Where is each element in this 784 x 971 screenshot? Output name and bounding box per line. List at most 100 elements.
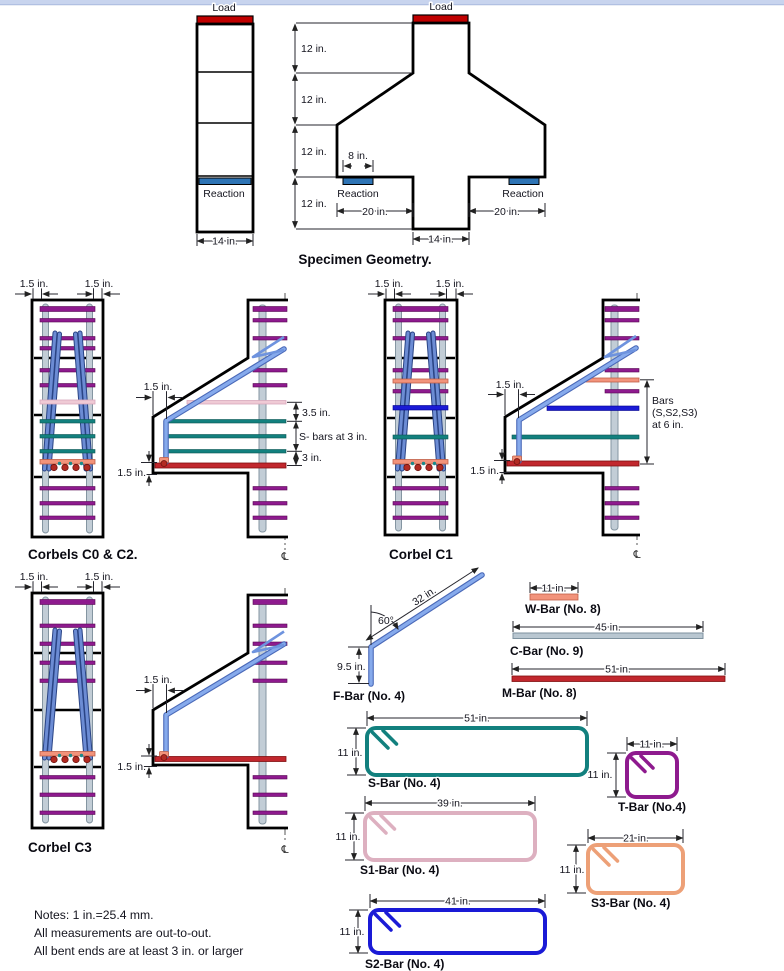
bar-spacing-dimension: Bars (S,S2,S3) at 6 in. <box>640 379 699 465</box>
reaction-plate-right <box>508 177 540 185</box>
tie-bars <box>604 306 640 520</box>
dim-20in-left: 20 in. <box>362 206 388 218</box>
ledge-dimensions: 20 in. 20 in. <box>336 203 546 220</box>
c0c2-side-view: 1.5 in. 1.5 in. 3.5 in. S- bars at 3 in. <box>116 293 369 563</box>
note-line-1: Notes: 1 in.=25.4 mm. <box>34 908 154 922</box>
m-bar-detail: 51 in. M-Bar (No. 8) <box>501 662 726 701</box>
s-bar-side <box>167 434 287 439</box>
corbel-c3: 1.5 in. 1.5 in. <box>15 570 289 856</box>
centerline-symbol: ℄ <box>632 549 640 561</box>
tip-cover-dimension: 1.5 in. <box>488 378 535 418</box>
dim-51in: 51 in. <box>464 713 490 725</box>
s-bar-side <box>167 419 287 424</box>
f-bar-label: F-Bar (No. 4) <box>333 689 405 703</box>
load-label: Load <box>429 1 453 13</box>
c-bar-detail: 45 in. C-Bar (No. 9) <box>509 620 704 659</box>
s3-bar-side <box>585 377 640 383</box>
dim-11in: 11 in. <box>560 864 585 876</box>
s2-bar-label: S2-Bar (No. 4) <box>365 957 444 971</box>
w-bar-front <box>39 751 96 757</box>
bar-details: 60° 32 in. 9.5 in. F-Bar (No. 4) 11 in. … <box>332 567 726 971</box>
dim-11in: 11 in. <box>340 926 365 938</box>
corbel-c0c2: 1.5 in. 1.5 in. <box>15 277 369 563</box>
w-bar-front <box>392 459 449 465</box>
f-bar-bent <box>516 334 639 464</box>
tip-cover-dim: 1.5 in. <box>496 379 525 391</box>
m-bar-side <box>154 756 287 762</box>
dim-45in: 45 in. <box>595 622 621 634</box>
column-outline <box>195 22 255 234</box>
t-bar-detail: 11 in. 11 in. T-Bar (No.4) <box>586 737 687 815</box>
s-bar-side <box>167 449 287 454</box>
centerline-symbol: ℄ <box>280 844 288 856</box>
dim-51in: 51 in. <box>605 664 631 676</box>
specimen-geometry-caption: Specimen Geometry. <box>298 252 431 267</box>
m-bar-label: M-Bar (No. 8) <box>502 686 577 700</box>
w-bar-detail: 11 in. W-Bar (No. 8) <box>524 581 602 617</box>
tie-bars <box>252 599 288 815</box>
m-bar-sections <box>403 461 444 472</box>
bars-label-2: (S,S2,S3) <box>652 407 698 419</box>
m-bar-sections <box>50 753 91 764</box>
tip-cover-dimension: 1.5 in. <box>136 673 183 713</box>
dim-3-5in: 3.5 in. <box>302 407 331 419</box>
dim-14in: 14 in. <box>428 234 454 246</box>
dim-3in: 3 in. <box>302 452 322 464</box>
dim-14in: 14 in. <box>212 236 238 248</box>
m-bar-sections <box>50 461 91 472</box>
reaction-label-left: Reaction <box>337 188 379 200</box>
s-bar-front <box>39 419 96 424</box>
dim-11in-left: 11 in. <box>588 769 613 781</box>
spacing-dimensions: 3.5 in. S- bars at 3 in. 3 in. <box>287 401 369 466</box>
w-bar-label: W-Bar (No. 8) <box>525 602 601 616</box>
height-dimension-chain: 12 in. 12 in. 12 in. 12 in. <box>292 22 412 230</box>
dim-11in-top: 11 in. <box>640 739 665 751</box>
cover-dimensions: 1.5 in. 1.5 in. <box>15 570 120 592</box>
c-bar-label: C-Bar (No. 9) <box>510 644 583 658</box>
dim-11in: 11 in. <box>542 583 567 595</box>
dim-11in: 11 in. <box>336 831 361 843</box>
s-bar-front <box>39 434 96 439</box>
tip-cover-dim: 1.5 in. <box>144 674 173 686</box>
width-dimension: 14 in. <box>196 234 254 249</box>
s1-bar-side <box>186 400 287 405</box>
cover-dimensions: 1.5 in. 1.5 in. <box>368 277 473 299</box>
note-line-3: All bent ends are at least 3 in. or larg… <box>34 944 243 958</box>
dim-39in: 39 in. <box>437 798 463 810</box>
s2-bar-front <box>392 405 449 411</box>
dim-9-5in: 9.5 in. <box>337 661 366 673</box>
s1-bar-front <box>39 399 96 405</box>
w-bar-front <box>39 459 96 465</box>
c3-caption: Corbel C3 <box>28 840 92 855</box>
reaction-plate <box>198 177 252 185</box>
tip-cover-dimension: 1.5 in. <box>136 380 183 419</box>
dim-41in: 41 in. <box>445 896 471 908</box>
reaction-label: Reaction <box>203 188 245 200</box>
bottom-width-dimension: 14 in. <box>412 232 470 247</box>
bottom-cover-dimension: 1.5 in. <box>469 449 510 484</box>
m-bar-side <box>154 462 287 469</box>
dim-20in-right: 20 in. <box>494 206 520 218</box>
m-bar-side <box>506 460 640 467</box>
corbel-c1: 1.5 in. 1.5 in. <box>368 277 699 562</box>
dim-8in: 8 in. <box>348 150 368 162</box>
c3-front-view: 1.5 in. 1.5 in. <box>15 570 120 830</box>
m-bar-end <box>160 754 168 761</box>
s-bar-label: S-Bar (No. 4) <box>368 776 441 790</box>
centerline-symbol: ℄ <box>280 551 288 563</box>
s2-bar-side <box>546 405 640 411</box>
notes-block: Notes: 1 in.=25.4 mm. All measurements a… <box>34 908 243 958</box>
cover-dim-right: 1.5 in. <box>85 278 114 290</box>
s-bar-front <box>392 434 449 440</box>
dim-12in-4: 12 in. <box>301 198 327 210</box>
top-border-strip <box>0 0 784 6</box>
specimen-outline <box>335 21 547 231</box>
s-bar-side <box>511 434 640 440</box>
bottom-cover-dimension: 1.5 in. <box>116 451 157 486</box>
cover-dim-left: 1.5 in. <box>20 571 49 583</box>
bottom-cover-dim: 1.5 in. <box>117 761 146 773</box>
tie-bars <box>39 306 96 520</box>
m-bar-end <box>513 458 521 465</box>
tie-bars <box>39 599 96 815</box>
